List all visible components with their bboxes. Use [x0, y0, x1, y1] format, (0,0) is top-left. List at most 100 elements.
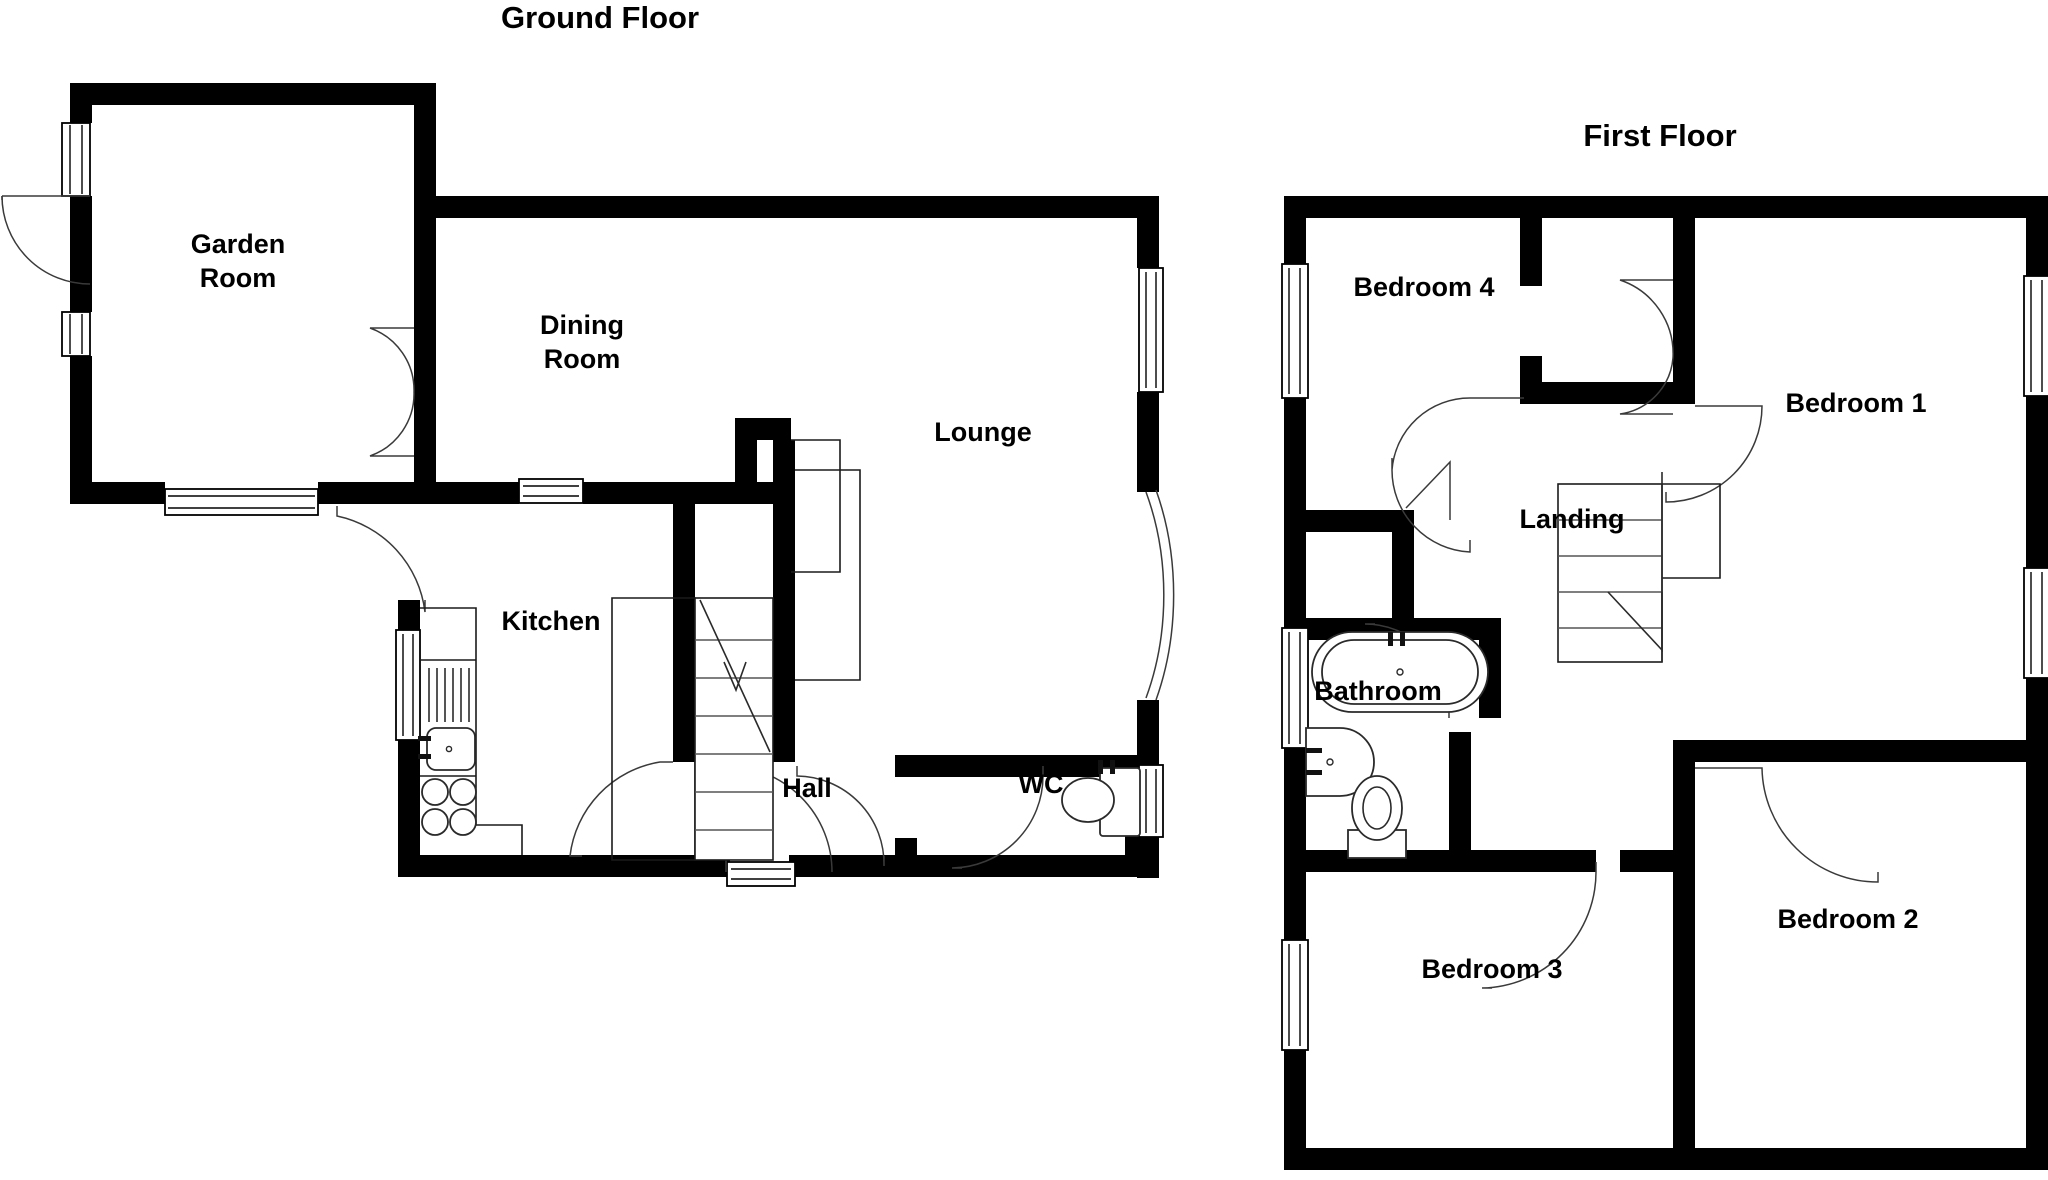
window-bathroom-left [1281, 627, 1309, 749]
wall-bathroom-right-lower [1449, 732, 1471, 854]
wall-bed1-left-stub [1673, 382, 1695, 400]
window-dining-bottom [518, 478, 584, 504]
wall-garden-bottom-left [70, 482, 165, 504]
bathroom-basin [1305, 727, 1375, 797]
ground-floor-labels: Garden Room Dining Room Lounge Kitchen H… [191, 229, 1064, 803]
door-bed4-upper [1619, 279, 1674, 359]
stairs-down [1557, 472, 1721, 663]
room-label-bathroom: Bathroom [1314, 676, 1442, 706]
bathroom-toilet [1347, 775, 1407, 859]
wall-garden-top [70, 83, 436, 105]
wall-garden-dining-lower [414, 421, 436, 504]
wall-ff-left-a [1284, 196, 1306, 264]
wall-landing-left-horz [1306, 510, 1414, 532]
wall-bed4-bed1 [1673, 218, 1695, 398]
room-label-bedroom-1: Bedroom 1 [1785, 388, 1926, 418]
window-bed3-left [1281, 939, 1309, 1051]
kitchen-sink-bowl [418, 727, 476, 771]
ground-floor-windows [61, 122, 1164, 887]
door-bed3 [1481, 862, 1597, 989]
first-floor-doors [1364, 279, 1879, 989]
stair-arrow-ff [1607, 591, 1663, 653]
wall-bottom-right [789, 855, 1159, 877]
door-bed4-lower [1619, 357, 1674, 415]
wall-ff-left-b [1284, 398, 1306, 628]
window-bed4-left [1281, 263, 1309, 399]
lounge-alcove [795, 469, 861, 681]
wall-garden-dining-upper [414, 83, 436, 428]
wall-lounge-right-mid [1137, 392, 1159, 492]
wall-bottom-left [398, 855, 716, 877]
wall-stair-right [773, 440, 795, 762]
wall-dining-lounge-top [414, 196, 1159, 218]
wall-dining-bottom-a [436, 482, 519, 504]
door-bed2 [1695, 767, 1879, 883]
wall-bed2-left [1673, 740, 1695, 1170]
door-wc [951, 766, 1044, 869]
stair-landing-ff [1662, 483, 1721, 579]
wall-garden-left-upper [70, 83, 92, 123]
wall-stair-left [673, 482, 695, 762]
kitchen-hob [421, 778, 477, 836]
stair-direction-line [699, 599, 771, 753]
room-label-wc: WC [1019, 769, 1064, 799]
lounge-bay-curve-inner [1145, 491, 1165, 699]
window-wc-right [1138, 764, 1164, 838]
door-landing-bed1 [1665, 405, 1763, 503]
room-label-kitchen: Kitchen [501, 606, 600, 636]
wall-wc-left-stub [895, 838, 917, 858]
window-garden-bottom [164, 488, 319, 516]
door-dining-kitchen [336, 506, 426, 613]
wall-lounge-right-upper [1137, 196, 1159, 268]
stairs-up [611, 597, 774, 861]
room-label-dining-room-line1: Dining [540, 310, 624, 340]
window-hall-front [726, 861, 796, 887]
window-garden-left-upper [61, 122, 91, 197]
kitchen-units [418, 607, 523, 855]
door-garden-dining-lower [369, 391, 415, 457]
first-floor-windows [1281, 263, 2048, 1051]
wall-garden-bottom-right [318, 482, 436, 504]
room-label-lounge: Lounge [934, 417, 1031, 447]
room-label-garden-room-line2: Room [200, 263, 277, 293]
stair-arrow-head [723, 661, 747, 693]
wall-bed4-bottom [1520, 382, 1695, 404]
room-label-bedroom-2: Bedroom 2 [1777, 904, 1918, 934]
ground-floor-title: Ground Floor [501, 0, 699, 35]
dining-alcove [791, 439, 841, 573]
room-label-landing: Landing [1520, 504, 1625, 534]
first-floor-plan: First Floor [1281, 118, 2048, 1170]
door-garden-dining-upper [369, 327, 415, 393]
door-garden-external-arc [1, 195, 91, 285]
wall-ff-left-c [1284, 748, 1306, 940]
wall-landing-left-vert [1392, 510, 1414, 622]
wall-garden-left-lower [70, 356, 92, 504]
wc-toilet [1061, 760, 1141, 837]
door-landing-bed4-b [1391, 469, 1471, 553]
wall-bathroom-right-upper [1479, 618, 1501, 718]
window-kitchen-left [395, 629, 421, 741]
window-bed1-right-lower [2023, 567, 2048, 679]
room-label-bedroom-4: Bedroom 4 [1353, 272, 1494, 302]
wall-dining-stub-horz [735, 418, 791, 440]
lounge-bay-curve-outer [1155, 489, 1175, 701]
window-lounge-right [1138, 267, 1164, 393]
wall-ff-left-d [1284, 1050, 1306, 1170]
wall-wc-top [895, 755, 1140, 777]
stair-run [694, 597, 774, 861]
window-bed1-right [2023, 275, 2048, 397]
door-hall-lounge [796, 766, 885, 867]
window-garden-left-lower [61, 311, 91, 357]
first-floor-labels: Bedroom 4 Bedroom 1 Landing Bathroom Bed… [1314, 272, 1926, 984]
kitchen-sink-drainer [428, 668, 470, 722]
room-label-dining-room-line2: Room [544, 344, 621, 374]
first-floor-walls [1284, 196, 2048, 1170]
wall-garden-left-mid [70, 196, 92, 312]
wall-bed1-bottom [1673, 740, 2026, 762]
wall-bed4-jamb-upper [1520, 218, 1542, 286]
ground-floor-plan: Ground Floor [1, 0, 1175, 887]
first-floor-title: First Floor [1583, 118, 1736, 153]
wall-ff-right-b [2026, 396, 2048, 1170]
